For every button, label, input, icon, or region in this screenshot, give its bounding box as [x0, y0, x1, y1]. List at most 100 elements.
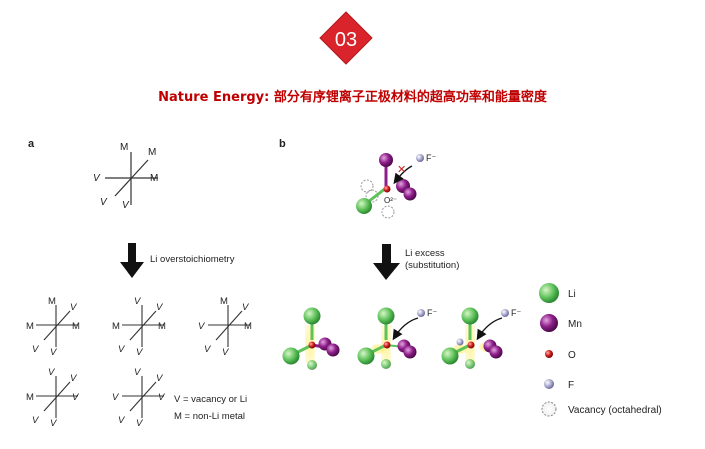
f-ion-label: F⁻ [511, 308, 521, 318]
o-ion-label: O²⁻ [384, 196, 397, 205]
site-label: V [122, 200, 130, 211]
legend-o-swatch [545, 350, 553, 358]
legend-mn-swatch [540, 314, 558, 332]
o-atom [308, 341, 316, 349]
label: V [136, 347, 144, 358]
label: M [220, 296, 228, 307]
mn-atom [326, 343, 340, 357]
key-metal: M = non-Li metal [174, 411, 245, 422]
li-atom [356, 198, 372, 214]
mn-atom [379, 153, 393, 167]
legend-label: Vacancy (octahedral) [568, 405, 662, 416]
coordination-star: M V M M V V [26, 296, 80, 358]
label: V [32, 344, 40, 355]
f-atom [417, 309, 425, 317]
li-atom [461, 307, 479, 325]
legend-label: Mn [568, 319, 582, 330]
coordination-star: V V V V V V [112, 367, 166, 429]
label: M [112, 321, 120, 332]
mn-atom [403, 187, 417, 201]
label: V [134, 296, 142, 307]
mn-atom [489, 345, 503, 359]
label: V [242, 302, 250, 313]
key-vacancy: V = vacancy or Li [174, 394, 247, 405]
legend-label: F [568, 380, 574, 391]
label: M [72, 321, 80, 332]
mn-atom [403, 345, 417, 359]
label: V [158, 392, 166, 403]
label: V [70, 302, 78, 313]
li-atom [282, 347, 300, 365]
o-atom [383, 341, 391, 349]
coordination-star: V V M M V V [112, 296, 166, 358]
site-label: M [120, 142, 128, 153]
legend: Li Mn O F Vacancy (octahedral) [539, 283, 662, 417]
coordination-star: M V V M V V [198, 296, 252, 358]
label: M [244, 321, 252, 332]
o-atom [383, 185, 391, 193]
label: V [70, 373, 78, 384]
legend-li-swatch [539, 283, 559, 303]
substitution-cluster-3: F⁻ [441, 307, 521, 369]
li-atom [381, 359, 391, 369]
li-atom [303, 307, 321, 325]
site-label: M [148, 147, 156, 158]
label: M [48, 296, 56, 307]
li-excess-arrow: Li excess (substitution) [373, 244, 459, 280]
site-label: M [150, 173, 158, 184]
journal-name: Nature Energy: [158, 90, 270, 105]
label: V [48, 367, 56, 378]
arrow-label-line2: (substitution) [405, 260, 459, 271]
label: M [158, 321, 166, 332]
label: V [112, 392, 120, 403]
label: V [118, 344, 126, 355]
legend-f-swatch [544, 379, 554, 389]
site-label: V [93, 173, 101, 184]
article-title: Nature Energy: 部分有序锂离子正极材料的超高功率和能量密度 [0, 86, 705, 105]
li-atom [377, 307, 395, 325]
label: V [118, 415, 126, 426]
label: V [50, 347, 58, 358]
legend-label: Li [568, 289, 576, 300]
label: V [156, 302, 164, 313]
panel-b-letter: b [279, 138, 286, 150]
arrow-label-line1: Li excess [405, 248, 445, 259]
f-ion-label: F⁻ [426, 153, 436, 163]
li-atom [441, 347, 459, 365]
label: V [32, 415, 40, 426]
label: M [26, 321, 34, 332]
f-atom [416, 154, 424, 162]
label: V [72, 392, 80, 403]
oxygen-environment-cluster: F⁻ O²⁻ ✕ [356, 153, 436, 219]
f-atom [501, 309, 509, 317]
label: V [156, 373, 164, 384]
label: M [26, 392, 34, 403]
label: V [222, 347, 230, 358]
label: V [134, 367, 142, 378]
label: V [204, 344, 212, 355]
blocked-cross: ✕ [397, 164, 406, 176]
label: V [198, 321, 206, 332]
legend-vacancy-swatch [541, 401, 557, 417]
f-atom [456, 338, 464, 346]
legend-label: O [568, 350, 576, 361]
f-ion-label: F⁻ [427, 308, 437, 318]
substitution-cluster-1 [282, 307, 340, 370]
panel-a-letter: a [28, 138, 35, 150]
label: V [136, 418, 144, 429]
li-atom [307, 360, 317, 370]
vacancy-site [360, 179, 374, 193]
vacancy-site [381, 205, 395, 219]
title-text: 部分有序锂离子正极材料的超高功率和能量密度 [269, 90, 547, 105]
li-atom [465, 359, 475, 369]
section-number: 03 [335, 29, 357, 51]
site-label: V [100, 197, 108, 208]
overstoichiometry-arrow: Li overstoichiometry [120, 243, 235, 278]
li-atom [357, 347, 375, 365]
coordination-star: V V M V V V [26, 367, 80, 429]
label: V [50, 418, 58, 429]
substitution-cluster-2: F⁻ [357, 307, 437, 369]
section-number-badge: 03 [319, 11, 373, 65]
o-atom [467, 341, 475, 349]
